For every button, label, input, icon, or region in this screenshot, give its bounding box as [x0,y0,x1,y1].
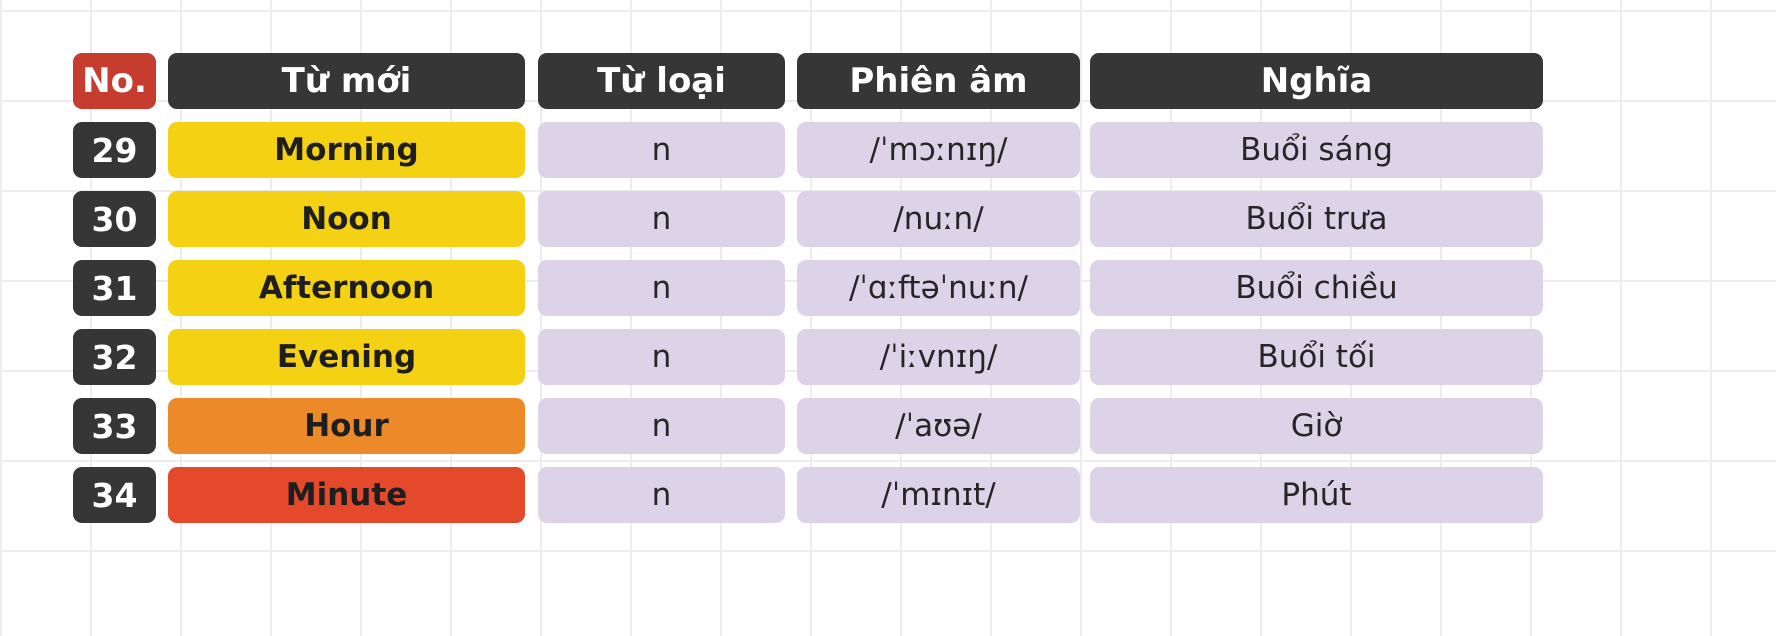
meaning-cell: Giờ [1090,398,1543,454]
pronunciation-cell: /ˈmɪnɪt/ [797,467,1080,523]
meaning-cell: Buổi tối [1090,329,1543,385]
meaning-cell: Phút [1090,467,1543,523]
header-word-type: Từ loại [538,53,785,109]
word-cell: Morning [168,122,525,178]
row-number: 31 [73,260,156,316]
row-number: 33 [73,398,156,454]
header-word: Từ mới [168,53,525,109]
row-number: 30 [73,191,156,247]
row-number: 32 [73,329,156,385]
word-type-cell: n [538,122,785,178]
pronunciation-cell: /ˈɑːftəˈnuːn/ [797,260,1080,316]
pronunciation-cell: /ˈaʊə/ [797,398,1080,454]
word-cell: Minute [168,467,525,523]
word-type-cell: n [538,467,785,523]
word-cell: Afternoon [168,260,525,316]
word-type-cell: n [538,398,785,454]
meaning-cell: Buổi trưa [1090,191,1543,247]
meaning-cell: Buổi sáng [1090,122,1543,178]
header-pronunciation: Phiên âm [797,53,1080,109]
pronunciation-cell: /ˈmɔːnɪŋ/ [797,122,1080,178]
word-type-cell: n [538,191,785,247]
vocabulary-table: No. Từ mới Từ loại Phiên âm Nghĩa 29 Mor… [22,0,1776,636]
word-cell: Evening [168,329,525,385]
pronunciation-cell: /ˈiːvnɪŋ/ [797,329,1080,385]
word-cell: Noon [168,191,525,247]
pronunciation-cell: /nuːn/ [797,191,1080,247]
word-type-cell: n [538,329,785,385]
word-cell: Hour [168,398,525,454]
row-number: 34 [73,467,156,523]
word-type-cell: n [538,260,785,316]
meaning-cell: Buổi chiều [1090,260,1543,316]
row-number: 29 [73,122,156,178]
header-no: No. [73,53,156,109]
header-meaning: Nghĩa [1090,53,1543,109]
